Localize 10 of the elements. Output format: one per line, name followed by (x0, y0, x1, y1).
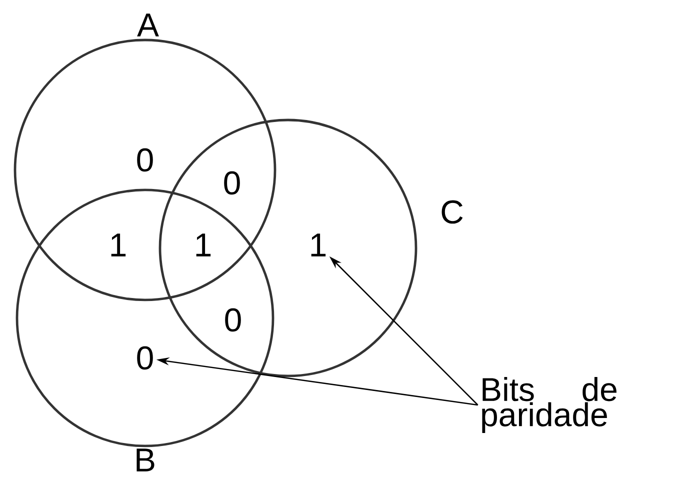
node-label: C (442, 200, 463, 224)
bit-value: 1 (196, 234, 211, 256)
parity-bit: 0 (137, 346, 153, 370)
bit-value: 1 (111, 234, 126, 256)
annotation-text: Bits de paridade (482, 376, 616, 433)
node-label: A (137, 14, 159, 36)
node-label: B (136, 448, 154, 472)
parity-bit: 1 (311, 234, 326, 256)
bit-value: 0 (137, 148, 153, 172)
bit-value: 0 (224, 171, 240, 195)
